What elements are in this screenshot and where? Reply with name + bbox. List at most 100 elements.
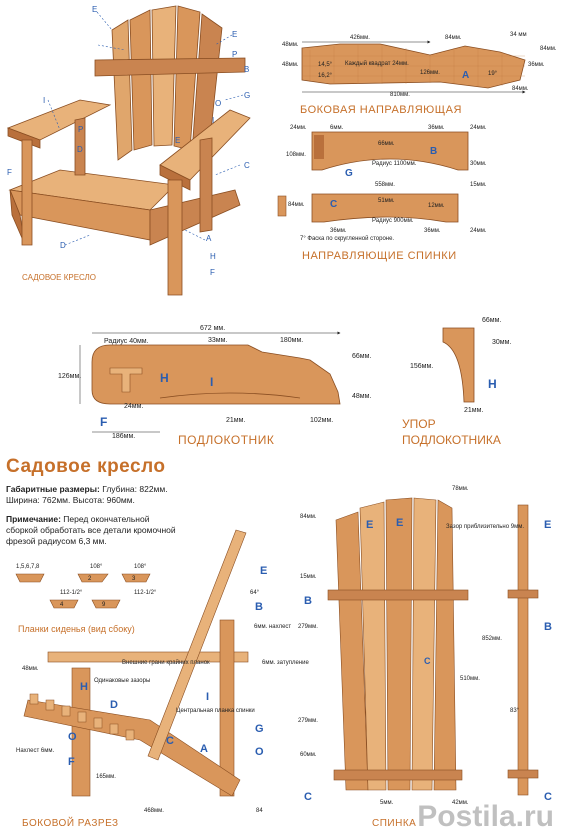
svg-text:84: 84 [256, 808, 263, 814]
svg-text:Одинаковые зазоры: Одинаковые зазоры [94, 678, 150, 684]
sec-f: F [68, 756, 75, 768]
svg-text:36мм.: 36мм. [424, 228, 441, 234]
sec-o2: O [68, 731, 77, 743]
svg-text:6мм. нахлест: 6мм. нахлест [254, 624, 291, 630]
overall-dimensions: Габаритные размеры: Глубина: 822мм. Шири… [6, 484, 211, 506]
note-line1: Перед окончательной [63, 514, 150, 524]
svg-text:102мм.: 102мм. [310, 417, 333, 424]
svg-text:36мм.: 36мм. [528, 62, 545, 68]
note-label: Примечание: [6, 514, 61, 524]
back-caption: СПИНКА [372, 818, 416, 829]
svg-text:24мм.: 24мм. [290, 125, 307, 131]
watermark: Postila.ru [417, 800, 554, 833]
svg-text:Нахлест 6мм.: Нахлест 6мм. [16, 748, 55, 754]
callout-f: F [7, 168, 12, 177]
svg-text:84мм.: 84мм. [445, 35, 462, 41]
svg-text:64°: 64° [250, 590, 260, 596]
back-e1: E [366, 519, 373, 531]
callout-b: B [244, 65, 249, 74]
svg-text:4: 4 [60, 602, 64, 608]
svg-text:14,5°: 14,5° [318, 62, 333, 68]
side-guide-drawing: A [301, 43, 526, 89]
back-c2: C [544, 791, 552, 803]
callout-c: C [244, 161, 250, 170]
back-e3: E [544, 519, 551, 531]
svg-text:30мм.: 30мм. [492, 339, 511, 346]
svg-text:33мм.: 33мм. [208, 337, 227, 344]
sec-d: D [110, 699, 118, 711]
svg-text:108°: 108° [134, 564, 147, 570]
arm-support-caption-2: ПОДЛОКОТНИКА [402, 433, 501, 447]
callout-i: I [43, 96, 45, 105]
svg-text:48мм.: 48мм. [282, 42, 299, 48]
svg-text:468мм.: 468мм. [144, 808, 164, 814]
svg-text:19°: 19° [488, 71, 498, 77]
svg-text:12мм.: 12мм. [428, 203, 445, 209]
part-h-label: H [160, 371, 169, 385]
back-guide-c: C [277, 193, 459, 223]
sec-a: A [200, 743, 208, 755]
svg-text:21мм.: 21мм. [226, 417, 245, 424]
svg-text:5мм.: 5мм. [380, 800, 394, 806]
svg-text:6мм.: 6мм. [330, 125, 344, 131]
svg-text:126мм.: 126мм. [420, 70, 440, 76]
svg-text:84мм.: 84мм. [540, 46, 557, 52]
svg-text:84мм.: 84мм. [512, 86, 529, 92]
back-c: C [304, 791, 312, 803]
callout-o: O [215, 99, 221, 108]
part-a-label: A [462, 70, 469, 81]
part-f-label: F [100, 415, 107, 429]
svg-text:60мм.: 60мм. [300, 752, 317, 758]
overall-line2: Ширина: 762мм. Высота: 960мм. [6, 495, 135, 505]
svg-text:78мм.: 78мм. [452, 486, 469, 492]
callout-i2: I [212, 116, 214, 125]
chair-illustration [6, 5, 251, 296]
svg-text:Радиус 900мм.: Радиус 900мм. [372, 218, 414, 224]
sec-i: I [206, 691, 209, 703]
svg-text:34 мм: 34 мм [510, 32, 527, 38]
svg-text:Центральная планка спинки: Центральная планка спинки [176, 708, 255, 714]
sec-b: B [255, 601, 263, 613]
sec-h: H [80, 681, 88, 693]
callout-p: P [78, 125, 83, 134]
callout-d: D [77, 145, 83, 154]
svg-text:279мм.: 279мм. [298, 624, 318, 630]
svg-text:15мм.: 15мм. [470, 182, 487, 188]
svg-text:112-1/2°: 112-1/2° [134, 590, 157, 596]
armrest-caption: ПОДЛОКОТНИК [178, 433, 274, 447]
svg-text:810мм.: 810мм. [390, 92, 410, 98]
svg-text:42мм.: 42мм. [452, 800, 469, 806]
svg-text:83°: 83° [510, 708, 520, 714]
part-b-label: B [430, 146, 437, 157]
svg-text:558мм.: 558мм. [375, 182, 395, 188]
sec-c: C [166, 735, 174, 747]
note-block: Примечание: Перед окончательной сборкой … [6, 514, 211, 547]
svg-text:Радиус 1100мм.: Радиус 1100мм. [372, 161, 417, 167]
back-guide-b: B G [311, 131, 469, 179]
svg-text:24мм.: 24мм. [470, 125, 487, 131]
callout-h: H [210, 252, 216, 261]
back-e2: E [396, 517, 403, 529]
page-title: Садовое кресло [6, 456, 166, 477]
svg-text:36мм.: 36мм. [330, 228, 347, 234]
back-b2: B [544, 621, 552, 633]
side-section-drawing [23, 529, 249, 797]
part-i-label: I [210, 375, 213, 389]
sec-o: O [255, 746, 264, 758]
armrest-drawing: H I F [91, 344, 341, 429]
svg-text:6мм. затупление: 6мм. затупление [262, 660, 309, 666]
svg-text:108мм.: 108мм. [286, 152, 306, 158]
note-line3: фрезой радиусом 6,3 мм. [6, 536, 107, 546]
svg-text:156мм.: 156мм. [410, 363, 433, 370]
callout-e: E [92, 5, 97, 14]
svg-text:48мм.: 48мм. [352, 393, 371, 400]
svg-text:84мм.: 84мм. [300, 514, 317, 520]
chair-caption: САДОВОЕ КРЕСЛО [22, 273, 96, 282]
note-line2: сборкой обработать все детали кромочной [6, 525, 176, 535]
svg-text:426мм.: 426мм. [350, 35, 370, 41]
side-guide-caption: БОКОВАЯ НАПРАВЛЯЮЩАЯ [300, 104, 462, 116]
svg-text:180мм.: 180мм. [280, 337, 303, 344]
svg-text:15мм.: 15мм. [300, 574, 317, 580]
seat-slats-caption: Планки сиденья (вид сбоку) [18, 624, 135, 634]
